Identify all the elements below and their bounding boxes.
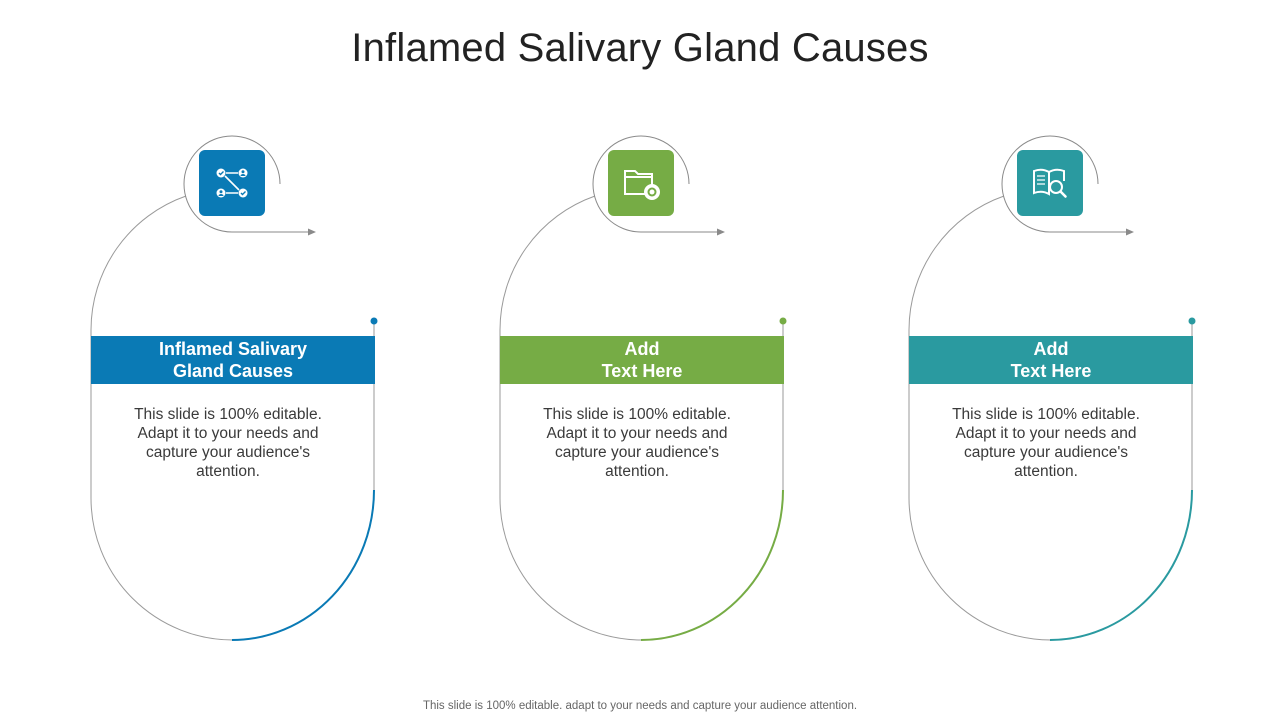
- card-2-icon-tile: [608, 150, 674, 216]
- card-3-description: This slide is 100% editable. Adapt it to…: [952, 406, 1140, 480]
- card-3-heading-line2: Text Here: [1010, 361, 1092, 381]
- card-3-icon-tile: [1017, 150, 1083, 216]
- footer-note: This slide is 100% editable. adapt to yo…: [422, 700, 858, 712]
- card-2-heading: Add Text Here: [500, 336, 784, 384]
- card-1-description: This slide is 100% editable. Adapt it to…: [134, 406, 322, 480]
- card-1-heading-line1: Inflamed Salivary: [158, 339, 308, 359]
- card-1-heading-line2: Gland Causes: [172, 361, 294, 381]
- card-2-description: This slide is 100% editable. Adapt it to…: [543, 406, 731, 480]
- card-3-heading: Add Text Here: [909, 336, 1193, 384]
- book-magnifier-icon: [1033, 168, 1067, 198]
- network-connections-icon: [216, 168, 248, 198]
- folder-settings-icon: [624, 170, 660, 200]
- slide-title: Inflamed Salivary Gland Causes: [351, 26, 929, 70]
- card-1-icon-tile: [199, 150, 265, 216]
- card-3-heading-line1: Add: [1033, 339, 1069, 359]
- card-1-heading: Inflamed Salivary Gland Causes: [91, 336, 375, 384]
- card-2-heading-line1: Add: [624, 339, 660, 359]
- card-2-heading-line2: Text Here: [601, 361, 683, 381]
